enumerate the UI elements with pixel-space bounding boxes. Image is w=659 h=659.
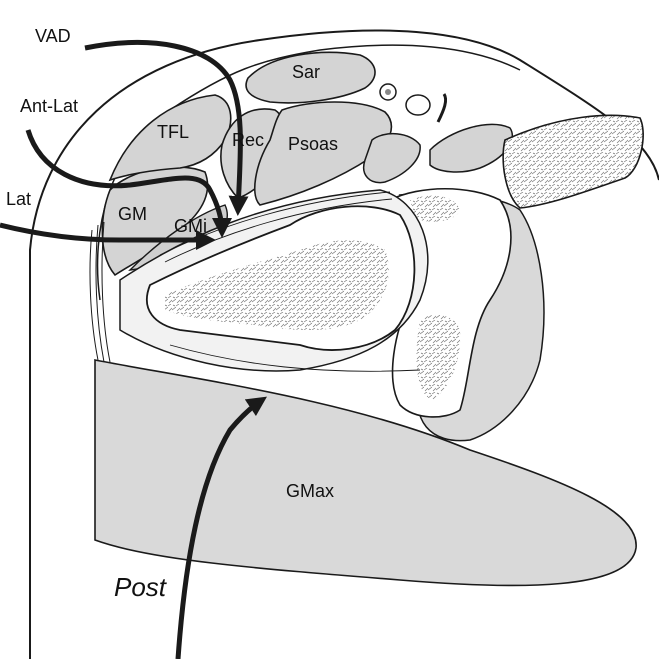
pubic-ramus — [503, 115, 643, 208]
label-rec: Rec — [232, 130, 264, 150]
label-post: Post — [114, 572, 168, 602]
femoral-vein — [406, 95, 430, 115]
label-sar: Sar — [292, 62, 320, 82]
label-gmax: GMax — [286, 481, 334, 501]
label-vad: VAD — [35, 26, 71, 46]
label-tfl: TFL — [157, 122, 189, 142]
label-ant-lat: Ant-Lat — [20, 96, 78, 116]
pectineus-muscle — [430, 124, 512, 172]
iliacus-muscle — [364, 134, 420, 183]
label-lat: Lat — [6, 189, 31, 209]
label-gm: GM — [118, 204, 147, 224]
femoral-nerve — [438, 94, 446, 122]
femoral-artery-lumen — [385, 89, 391, 95]
label-gmi: GMi — [174, 216, 207, 236]
label-psoas: Psoas — [288, 134, 338, 154]
gmax-muscle — [95, 360, 636, 585]
